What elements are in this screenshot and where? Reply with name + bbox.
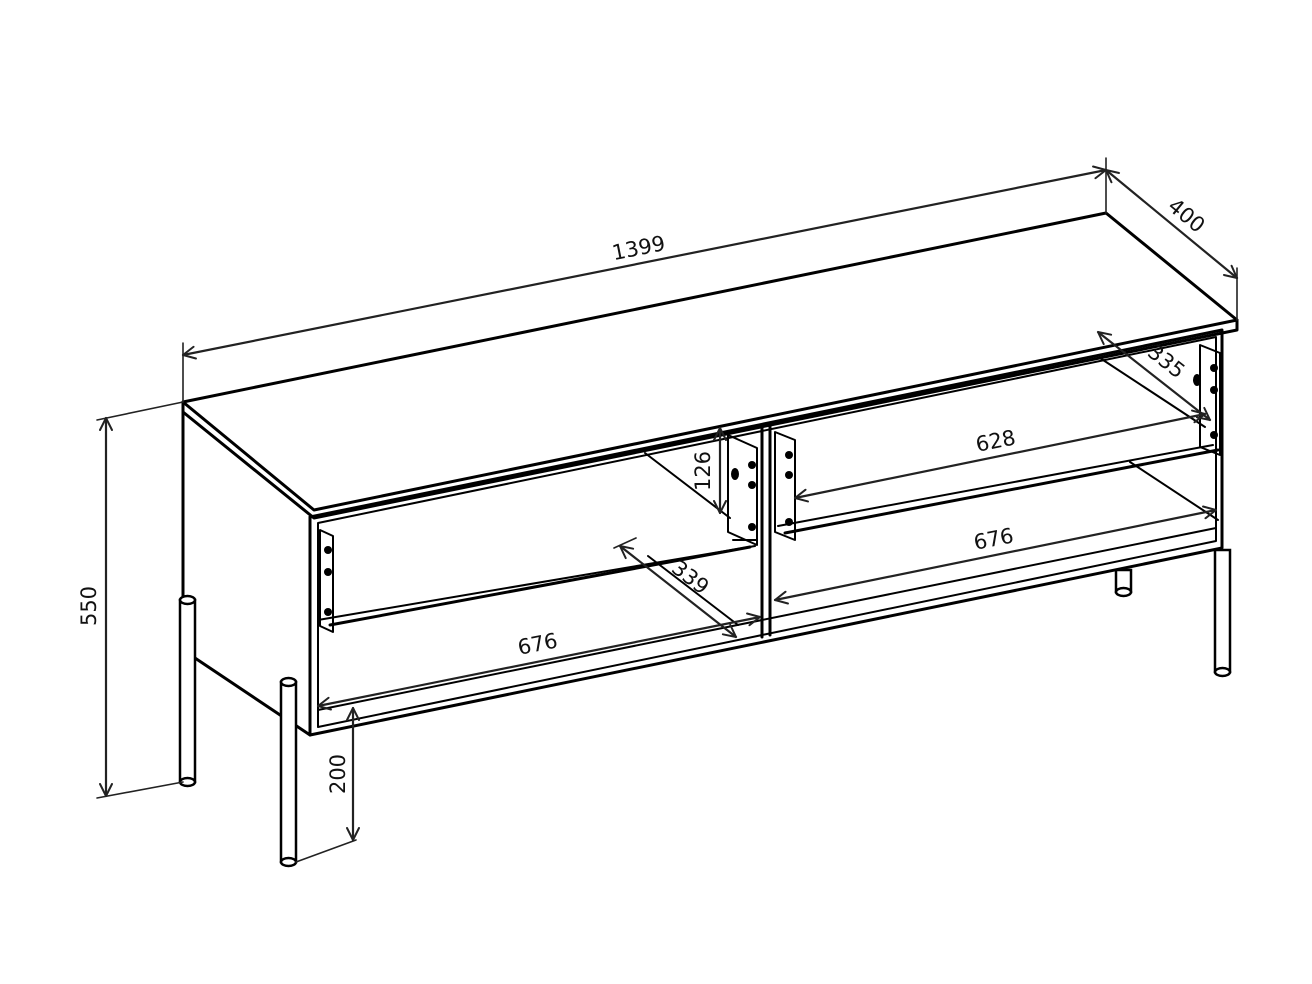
leg-front-right — [1213, 548, 1232, 678]
runner-left-inner — [727, 434, 758, 546]
dim-upper-shelf-label: 628 — [974, 425, 1018, 456]
dim-depth-label: 400 — [1163, 194, 1209, 238]
leg-back-left — [178, 594, 197, 788]
leg-front-left — [279, 676, 298, 868]
leg-back-right — [1114, 568, 1133, 598]
top-panel-front-edge — [181, 318, 1239, 520]
legs — [178, 548, 1232, 868]
dim-width: 1399 — [181, 157, 1108, 403]
dim-inner-depth-right: 335 — [1096, 330, 1212, 422]
carcass-front — [308, 328, 1224, 737]
dim-left-compartment-label: 676 — [516, 628, 560, 659]
carcass-inner-frame — [317, 336, 1217, 728]
dimensions: 1399 400 550 200 335 339 — [77, 157, 1239, 863]
bottom-panel-edge — [317, 527, 1217, 711]
dim-opening-height: 126 — [691, 426, 727, 515]
dim-height-label: 550 — [77, 586, 101, 626]
dim-leg-height: 200 — [295, 706, 360, 863]
dim-leg-height-label: 200 — [326, 754, 350, 794]
dim-opening-height-label: 126 — [691, 451, 715, 491]
dim-left-compartment: 676 — [316, 612, 762, 711]
runner-left-outer — [319, 529, 334, 633]
center-divider — [760, 423, 772, 639]
right-shelf — [783, 448, 1220, 535]
dim-depth: 400 — [1104, 168, 1239, 321]
dim-height: 550 — [77, 401, 184, 799]
dim-right-compartment-label: 676 — [972, 523, 1016, 554]
